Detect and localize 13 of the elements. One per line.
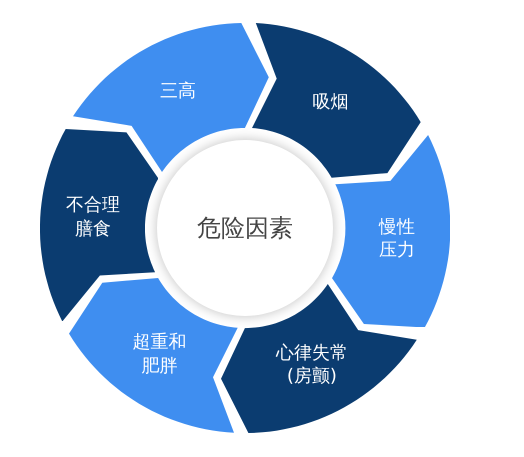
segment-label: 吸烟 bbox=[311, 90, 350, 114]
chevron-segment bbox=[69, 278, 238, 433]
chevron-segment bbox=[73, 23, 269, 172]
segment-label: 慢性压力 bbox=[378, 215, 416, 262]
center-label: 危险因素 bbox=[197, 213, 293, 244]
chevron-segment bbox=[332, 134, 450, 328]
chevron-segment bbox=[221, 284, 417, 433]
chevron-segment bbox=[252, 23, 421, 178]
segment-label: 超重和肥胖 bbox=[132, 331, 188, 378]
segment-label: 心律失常(房颤) bbox=[274, 342, 349, 388]
segment-label: 不合理膳食 bbox=[64, 194, 121, 241]
segment-label: 三高 bbox=[159, 79, 198, 103]
chevron-segment bbox=[40, 128, 158, 322]
